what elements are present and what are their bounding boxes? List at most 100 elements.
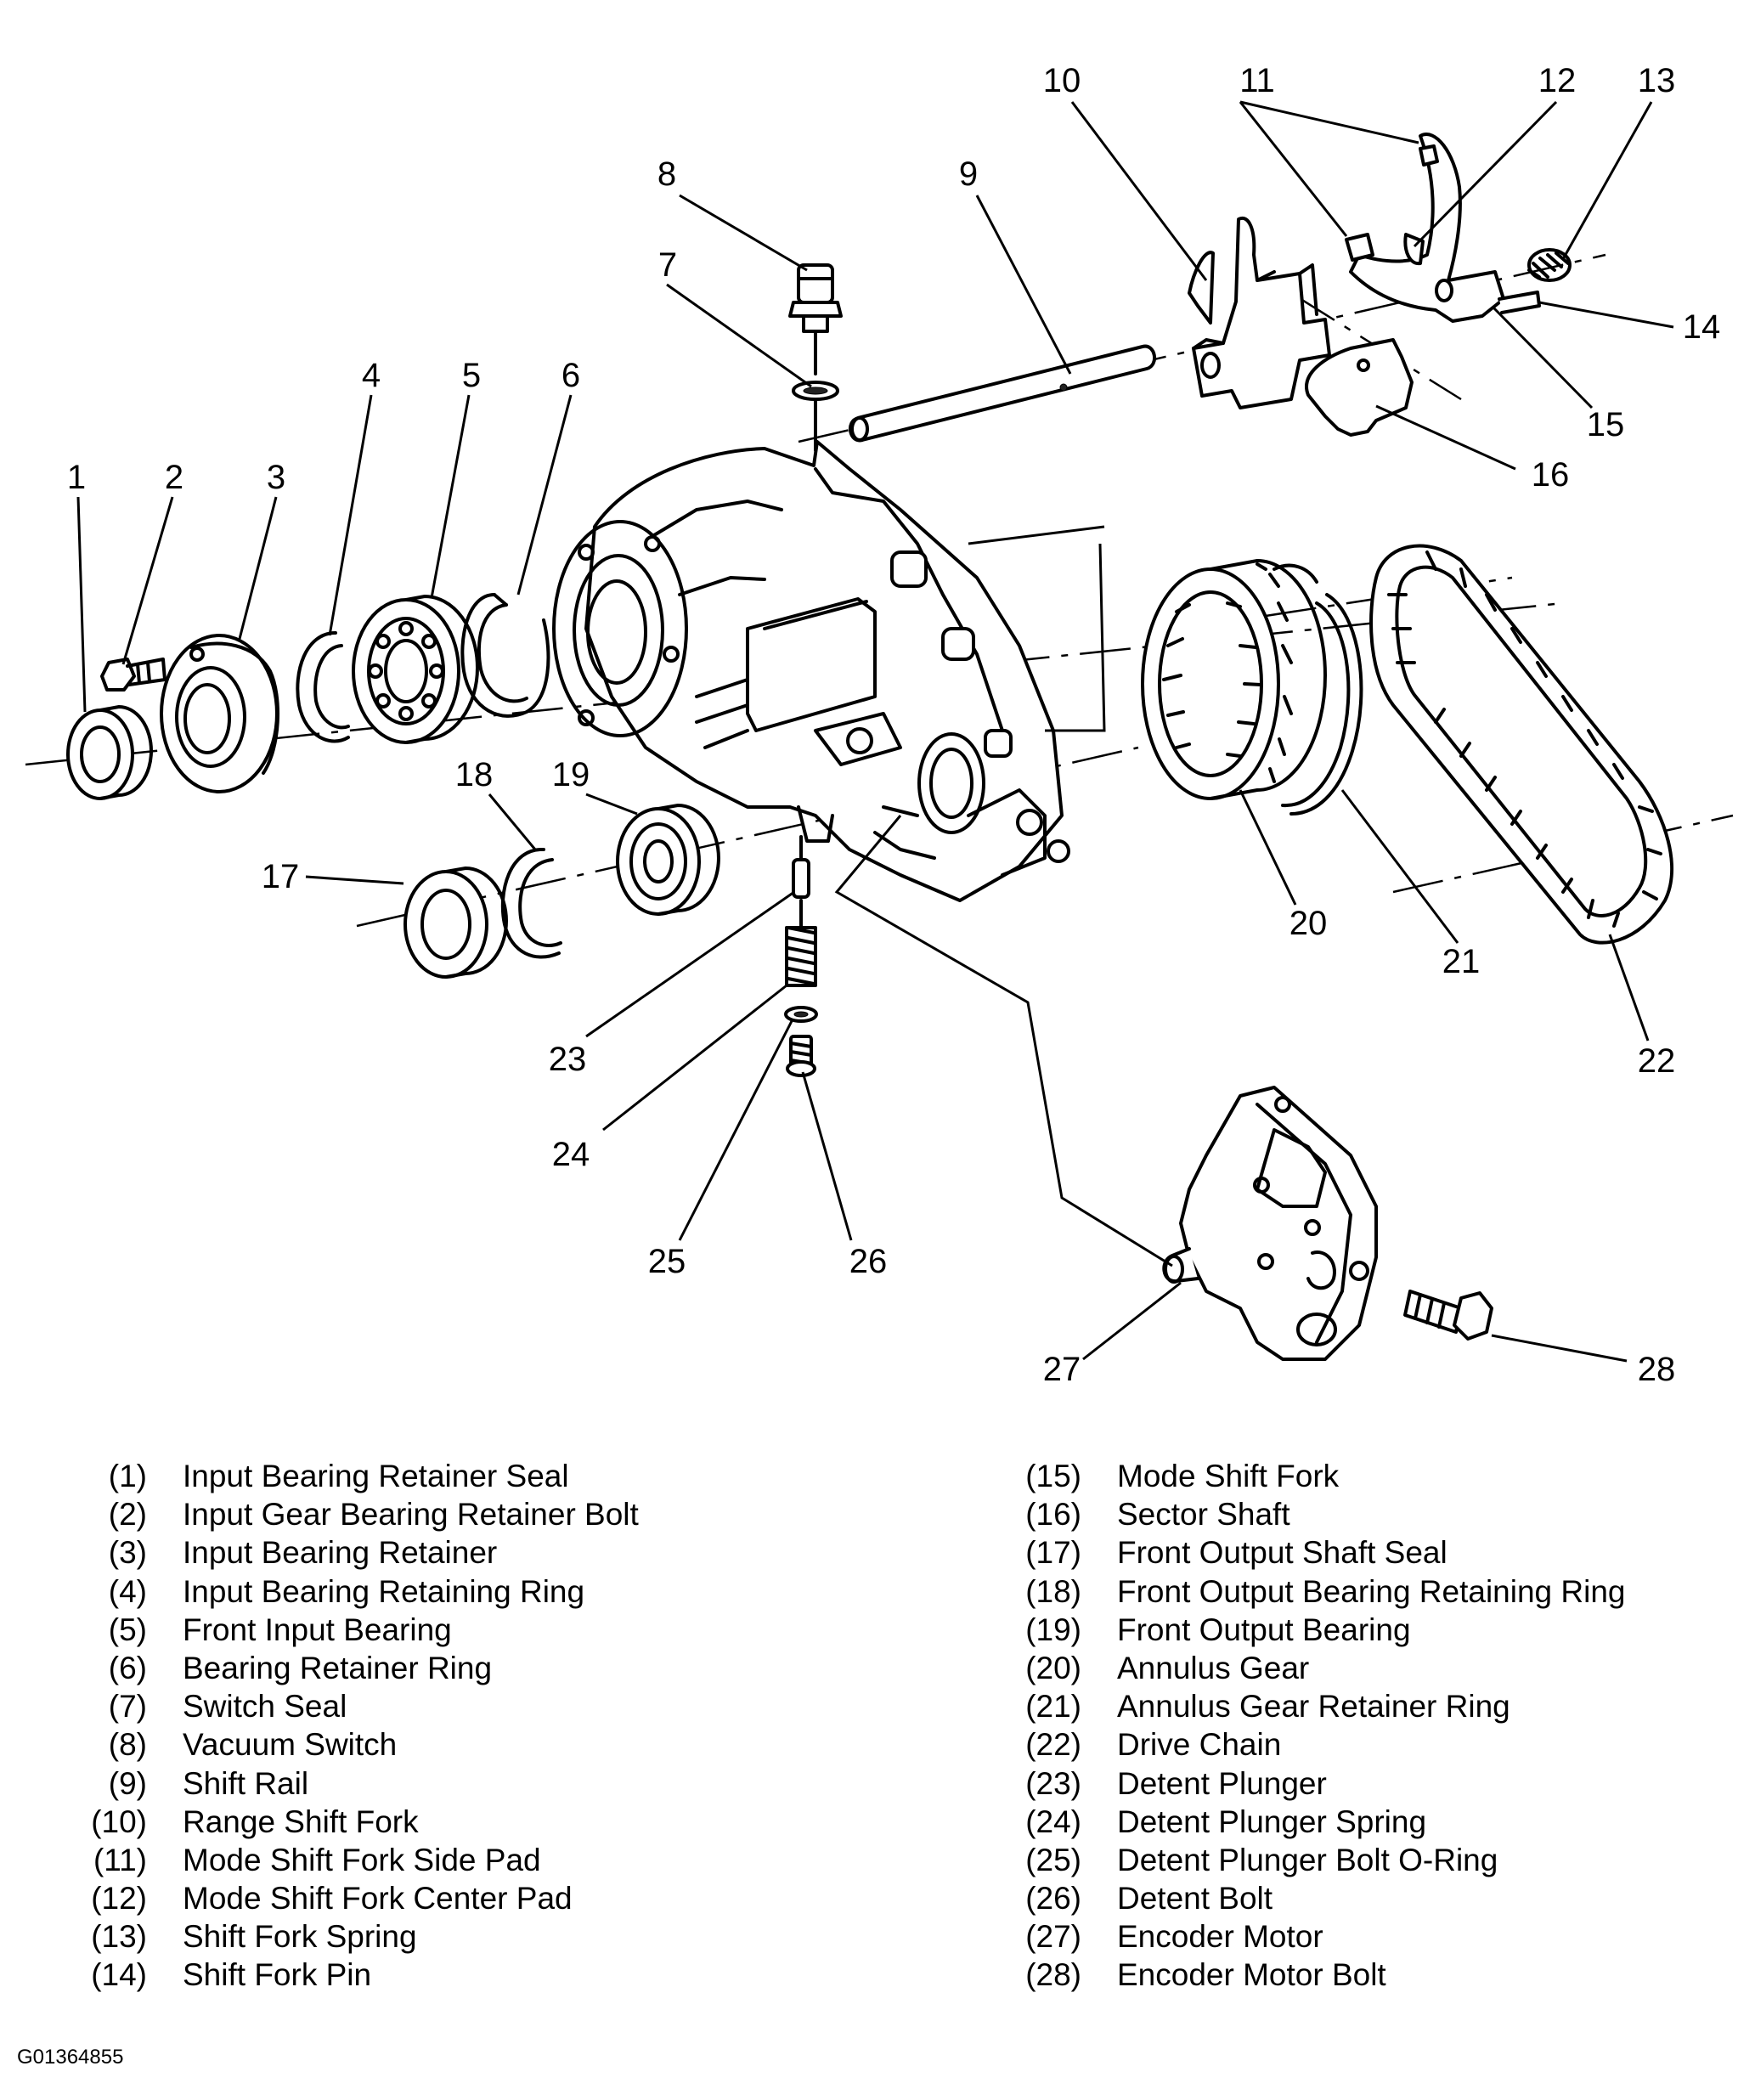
legend-number: (23) bbox=[1025, 1765, 1081, 1801]
legend-item: (22) Drive Chain bbox=[990, 1725, 1626, 1764]
exploded-view-diagram: 1 2 3 4 5 6 7 8 9 10 11 12 13 14 15 16 1… bbox=[25, 62, 1734, 1388]
legend-item: (16)Sector Shaft bbox=[990, 1495, 1626, 1533]
legend-label: Vacuum Switch bbox=[183, 1727, 398, 1763]
callout-9: 9 bbox=[959, 155, 978, 193]
legend-label: Front Output Shaft Seal bbox=[1117, 1535, 1447, 1571]
callout-20: 20 bbox=[1289, 905, 1328, 942]
encoder-motor-bolt bbox=[1403, 1290, 1493, 1341]
legend-item: (21)Annulus Gear Retainer Ring bbox=[990, 1687, 1626, 1725]
legend-item: (23) Detent Plunger bbox=[990, 1764, 1626, 1803]
legend-number: (9) bbox=[108, 1765, 147, 1801]
mode-shift-fork-side-pads bbox=[1345, 144, 1439, 262]
legend-number: (8) bbox=[108, 1727, 147, 1763]
legend-label: Detent Bolt bbox=[1117, 1881, 1273, 1917]
vacuum-switch bbox=[788, 263, 843, 375]
legend-item: (5)Front Input Bearing bbox=[55, 1611, 639, 1649]
legend-number: (22) bbox=[1025, 1727, 1081, 1763]
legend-item: (4) Input Bearing Retaining Ring bbox=[55, 1572, 639, 1611]
legend-label: Shift Fork Spring bbox=[183, 1919, 417, 1955]
legend-label: Encoder Motor bbox=[1117, 1919, 1323, 1955]
callout-8: 8 bbox=[657, 155, 676, 193]
parts-legend: (1)Input Bearing Retainer Seal (2) Input … bbox=[0, 1457, 1755, 2018]
legend-number: (12) bbox=[91, 1881, 147, 1917]
drive-chain bbox=[1369, 544, 1673, 945]
legend-number: (3) bbox=[108, 1535, 147, 1571]
legend-number: (19) bbox=[1025, 1612, 1081, 1647]
legend-item: (8) Vacuum Switch bbox=[55, 1725, 639, 1764]
callout-28: 28 bbox=[1638, 1351, 1676, 1388]
legend-label: Input Bearing Retaining Ring bbox=[183, 1573, 585, 1609]
callout-19: 19 bbox=[552, 756, 590, 793]
legend-label: Input Bearing Retainer bbox=[183, 1535, 498, 1571]
legend-label: Mode Shift Fork bbox=[1117, 1459, 1340, 1493]
front-output-bearing bbox=[616, 804, 720, 916]
bearing-retainer-ring bbox=[460, 593, 550, 718]
callout-25: 25 bbox=[648, 1243, 686, 1280]
retainer-bolt bbox=[100, 658, 166, 692]
legend-label: Annulus Gear bbox=[1117, 1650, 1310, 1685]
legend-label: Input Gear Bearing Retainer Bolt bbox=[183, 1497, 639, 1533]
legend-label: Front Output Bearing Retaining Ring bbox=[1117, 1573, 1626, 1609]
callout-27: 27 bbox=[1043, 1351, 1081, 1388]
callout-15: 15 bbox=[1587, 406, 1625, 443]
input-bearing-retainer bbox=[160, 634, 280, 793]
leader-lines bbox=[76, 100, 1674, 1363]
legend-number: (24) bbox=[1025, 1804, 1081, 1839]
callout-24: 24 bbox=[552, 1136, 590, 1173]
legend-item: (20)Annulus Gear bbox=[990, 1649, 1626, 1687]
routing-line bbox=[834, 525, 1173, 1267]
legend-item: (6)Bearing Retainer Ring bbox=[55, 1649, 639, 1687]
legend-item: (15)Mode Shift Fork bbox=[990, 1457, 1626, 1495]
legend-item: (14)Shift Fork Pin bbox=[55, 1956, 639, 1994]
callout-4: 4 bbox=[362, 357, 381, 394]
input-bearing-retaining-ring bbox=[296, 631, 350, 743]
legend-column-left: (1)Input Bearing Retainer Seal (2) Input … bbox=[55, 1457, 639, 1995]
legend-item: (10)Range Shift Fork bbox=[55, 1803, 639, 1841]
legend-number: (2) bbox=[108, 1497, 147, 1533]
legend-number: (4) bbox=[108, 1573, 147, 1609]
legend-label: Shift Rail bbox=[183, 1765, 309, 1801]
legend-label: Sector Shaft bbox=[1117, 1497, 1290, 1533]
legend-label: Detent Plunger bbox=[1117, 1765, 1327, 1801]
callout-5: 5 bbox=[462, 357, 481, 394]
callout-14: 14 bbox=[1683, 308, 1721, 346]
callout-21: 21 bbox=[1442, 943, 1481, 980]
callout-23: 23 bbox=[549, 1041, 587, 1078]
legend-item: (27)Encoder Motor bbox=[990, 1917, 1626, 1956]
legend-label: Bearing Retainer Ring bbox=[183, 1650, 493, 1685]
legend-number: (11) bbox=[93, 1842, 147, 1877]
detent-plunger bbox=[792, 835, 810, 899]
legend-number: (10) bbox=[91, 1804, 147, 1839]
callout-1: 1 bbox=[67, 459, 86, 496]
legend-label: Front Output Bearing bbox=[1117, 1612, 1411, 1647]
callout-13: 13 bbox=[1638, 62, 1676, 99]
legend-number: (18) bbox=[1025, 1573, 1081, 1609]
legend-label: Mode Shift Fork Center Pad bbox=[183, 1881, 573, 1917]
legend-number: (13) bbox=[91, 1919, 147, 1955]
callout-6: 6 bbox=[561, 357, 580, 394]
legend-label: Mode Shift Fork Side Pad bbox=[183, 1842, 541, 1877]
legend-item: (1)Input Bearing Retainer Seal bbox=[55, 1457, 639, 1495]
shift-rail bbox=[849, 344, 1156, 443]
front-output-shaft-seal bbox=[403, 867, 508, 979]
switch-seal bbox=[792, 381, 839, 452]
callout-22: 22 bbox=[1638, 1042, 1676, 1080]
legend-number: (28) bbox=[1025, 1957, 1081, 1993]
figure-id: G01364855 bbox=[17, 2046, 124, 2069]
legend-number: (14) bbox=[91, 1957, 147, 1993]
legend-item: (13) Shift Fork Spring bbox=[55, 1917, 639, 1956]
legend-number: (21) bbox=[1025, 1689, 1081, 1725]
legend-number: (1) bbox=[108, 1459, 147, 1493]
callout-numbers: 1 2 3 4 5 6 7 8 9 10 11 12 13 14 15 16 1… bbox=[67, 62, 1720, 1388]
legend-number: (25) bbox=[1025, 1842, 1081, 1877]
legend-item: (24) Detent Plunger Spring bbox=[990, 1803, 1626, 1841]
legend-label: Detent Plunger Spring bbox=[1117, 1804, 1427, 1839]
bearing-balls bbox=[368, 621, 444, 721]
legend-number: (7) bbox=[108, 1689, 147, 1725]
legend-item: (9) Shift Rail bbox=[55, 1764, 639, 1803]
legend-label: Drive Chain bbox=[1117, 1727, 1282, 1763]
callout-3: 3 bbox=[267, 459, 285, 496]
front-input-bearing bbox=[352, 595, 479, 744]
legend-item: (11) Mode Shift Fork Side Pad bbox=[55, 1841, 639, 1879]
input-bearing-retainer-seal bbox=[66, 705, 153, 800]
